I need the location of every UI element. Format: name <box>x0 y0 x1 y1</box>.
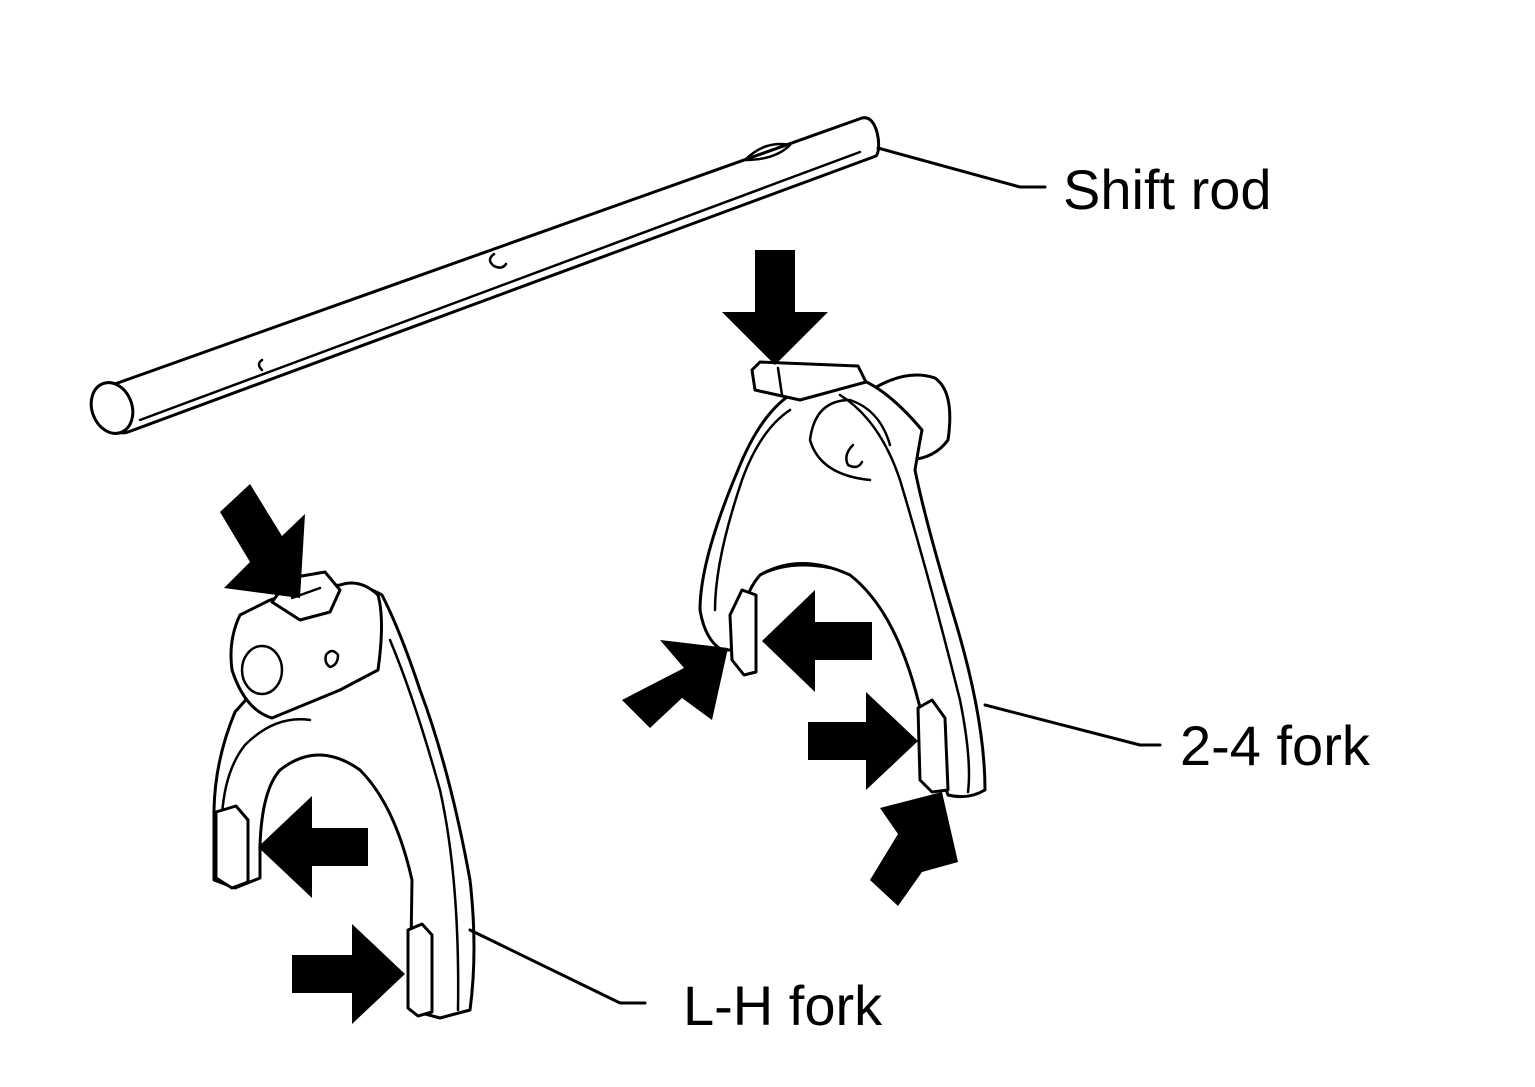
shift-rod-leader <box>876 146 1047 189</box>
arrow-up-right-icon <box>870 792 958 906</box>
fork-2-4-leader <box>983 703 1162 747</box>
arrow-up-right-icon <box>622 640 728 728</box>
arrow-diagonal-icon <box>220 484 305 598</box>
fork-lh <box>212 570 476 1020</box>
arrow-left-icon <box>762 590 872 692</box>
arrow-down-icon <box>722 250 828 365</box>
fork-lh-leader <box>468 928 647 1005</box>
arrow-right-icon <box>808 692 918 790</box>
arrow-right-icon <box>292 924 405 1024</box>
fork-2-4 <box>698 360 987 799</box>
fork-2-4-label: 2-4 fork <box>1180 714 1371 777</box>
shift-rod <box>89 116 881 435</box>
shift-rod-label: Shift rod <box>1063 158 1272 221</box>
fork-lh-label: L-H fork <box>683 974 883 1037</box>
arrow-left-icon <box>258 796 368 898</box>
